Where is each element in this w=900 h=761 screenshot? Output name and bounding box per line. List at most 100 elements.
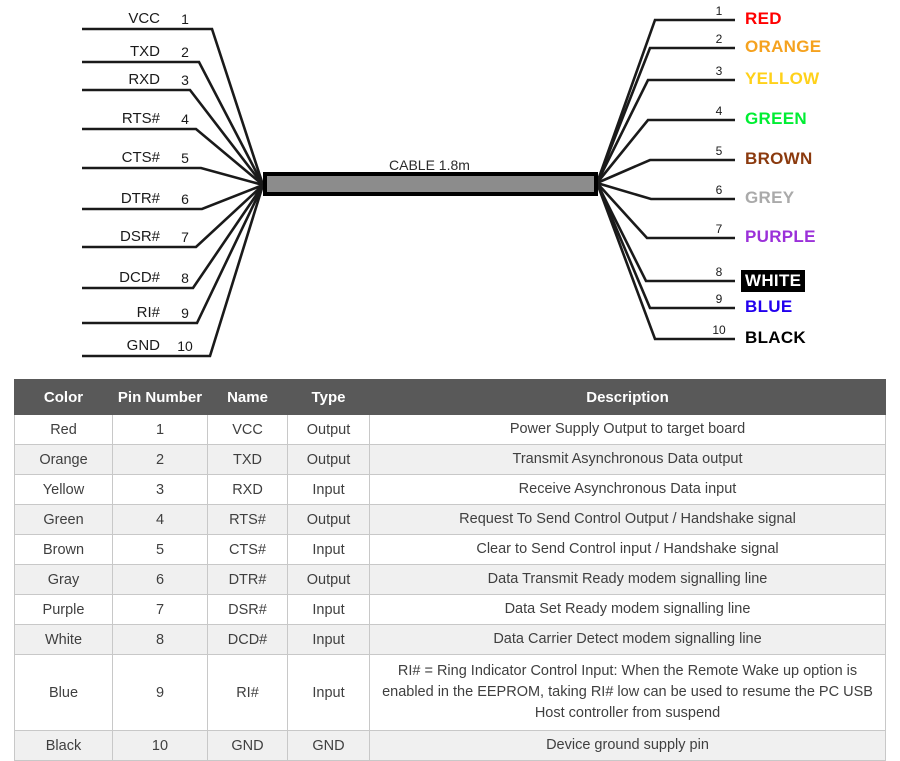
cable-body [263, 172, 598, 196]
right-leader-line [596, 182, 735, 240]
cell-color: Green [14, 504, 113, 536]
wire-color-label: RED [745, 9, 782, 28]
cell-type: Output [287, 504, 370, 536]
cell-pin-number: 9 [112, 654, 208, 732]
cell-name: VCC [207, 413, 288, 446]
pin-signal-label: GND [126, 337, 160, 354]
cell-pin-number: 3 [112, 474, 208, 506]
cell-pin-number: 2 [112, 444, 208, 476]
cell-pin-number: 4 [112, 504, 208, 536]
cell-type: Input [287, 624, 370, 656]
pin-signal-label: TXD [130, 43, 160, 60]
pin-number-label: 5 [181, 150, 189, 166]
pin-signal-label: VCC [128, 10, 160, 27]
pin-signal-label: RTS# [121, 110, 160, 127]
right-leader-line [595, 78, 735, 184]
left-leader-line [82, 166, 264, 187]
pin-signal-label: RI# [136, 304, 160, 321]
left-leader-line [82, 27, 265, 186]
wire-color-label: BLACK [745, 328, 806, 347]
right-leader-line [595, 18, 735, 184]
pin-number-label: 7 [181, 229, 189, 245]
left-leader-line [82, 88, 265, 186]
wire-number-label: 3 [715, 64, 723, 78]
right-leader-line [595, 182, 735, 341]
cell-pin-number: 6 [112, 564, 208, 596]
cell-description: Data Transmit Ready modem signalling lin… [369, 564, 886, 596]
right-leader-line [595, 182, 735, 283]
cell-color: Brown [14, 534, 113, 566]
pin-number-label: 8 [181, 270, 189, 286]
wire-number-label: 7 [715, 222, 723, 236]
cell-color: Purple [14, 594, 113, 626]
wire-color-label: BROWN [745, 149, 813, 168]
pin-number-label: 2 [181, 44, 189, 60]
cell-type: GND [287, 730, 370, 761]
cell-color: Orange [14, 444, 113, 476]
pin-reference-table: Color Pin Number Name Type Description R… [14, 379, 886, 761]
pin-signal-label: DTR# [120, 190, 160, 207]
right-leader-line [596, 158, 735, 185]
right-leader-line [596, 181, 735, 201]
cell-type: Input [287, 654, 370, 732]
pin-signal-label: RXD [128, 71, 160, 88]
left-leader-line [82, 184, 265, 325]
cable-caption: CABLE 1.8m [389, 157, 470, 173]
cell-pin-number: 5 [112, 534, 208, 566]
left-leader-line [82, 184, 264, 249]
column-header-color: Color [14, 379, 113, 415]
cell-pin-number: 7 [112, 594, 208, 626]
wire-number-label: 2 [715, 32, 723, 46]
cell-description: Data Carrier Detect modem signalling lin… [369, 624, 886, 656]
wire-number-label: 10 [712, 323, 726, 337]
pin-number-label: 6 [181, 191, 189, 207]
wire-number-label: 4 [715, 104, 723, 118]
cell-pin-number: 1 [112, 413, 208, 446]
cell-color: Yellow [14, 474, 113, 506]
wire-number-label: 9 [715, 292, 723, 306]
cell-pin-number: 10 [112, 730, 208, 761]
cell-pin-number: 8 [112, 624, 208, 656]
wire-color-label: PURPLE [745, 227, 816, 246]
cell-description: Data Set Ready modem signalling line [369, 594, 886, 626]
cell-color: White [14, 624, 113, 656]
left-leader-line [82, 184, 265, 290]
wire-number-label: 5 [715, 144, 723, 158]
cell-type: Input [287, 534, 370, 566]
column-header-type: Type [287, 379, 370, 415]
cell-description: Transmit Asynchronous Data output [369, 444, 886, 476]
cell-description: Clear to Send Control input / Handshake … [369, 534, 886, 566]
wire-color-label: GREEN [745, 109, 807, 128]
wire-number-label: 8 [715, 265, 723, 279]
cell-name: RXD [207, 474, 288, 506]
pinout-wire-graphic [82, 18, 735, 358]
left-leader-line [82, 127, 264, 186]
cell-color: Gray [14, 564, 113, 596]
pin-number-label: 9 [181, 305, 189, 321]
pin-number-label: 1 [181, 11, 189, 27]
cell-name: CTS# [207, 534, 288, 566]
cell-name: DCD# [207, 624, 288, 656]
cell-color: Black [14, 730, 113, 761]
cell-name: GND [207, 730, 288, 761]
cell-color: Blue [14, 654, 113, 732]
wire-color-label: YELLOW [745, 69, 820, 88]
column-header-name: Name [207, 379, 288, 415]
cell-type: Output [287, 444, 370, 476]
cell-color: Red [14, 413, 113, 446]
right-leader-line [595, 46, 735, 184]
cell-description: Request To Send Control Output / Handsha… [369, 504, 886, 536]
cell-type: Input [287, 594, 370, 626]
column-header-description: Description [369, 379, 886, 415]
pin-signal-label: CTS# [121, 149, 160, 166]
cell-description: Receive Asynchronous Data input [369, 474, 886, 506]
